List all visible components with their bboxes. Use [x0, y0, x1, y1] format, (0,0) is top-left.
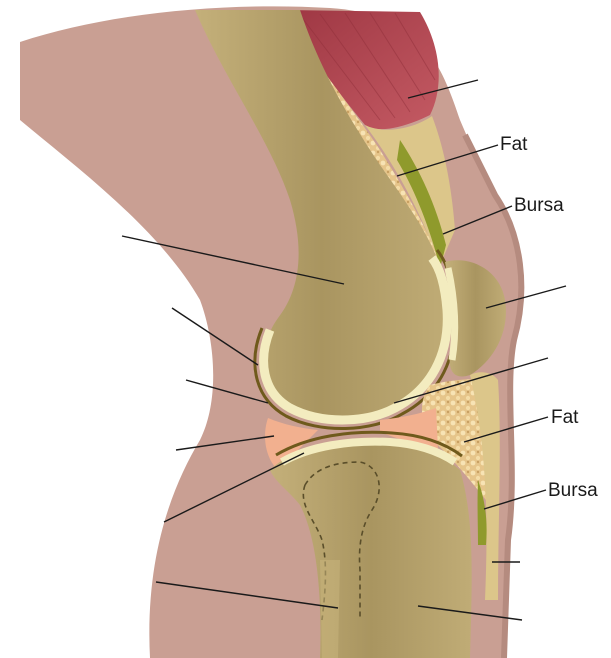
label-bursa-lower: Bursa: [548, 481, 598, 500]
fibula: [320, 560, 340, 658]
label-bursa-upper: Bursa: [514, 196, 564, 215]
label-fat-lower: Fat: [551, 408, 578, 427]
label-fat-upper: Fat: [500, 135, 527, 154]
